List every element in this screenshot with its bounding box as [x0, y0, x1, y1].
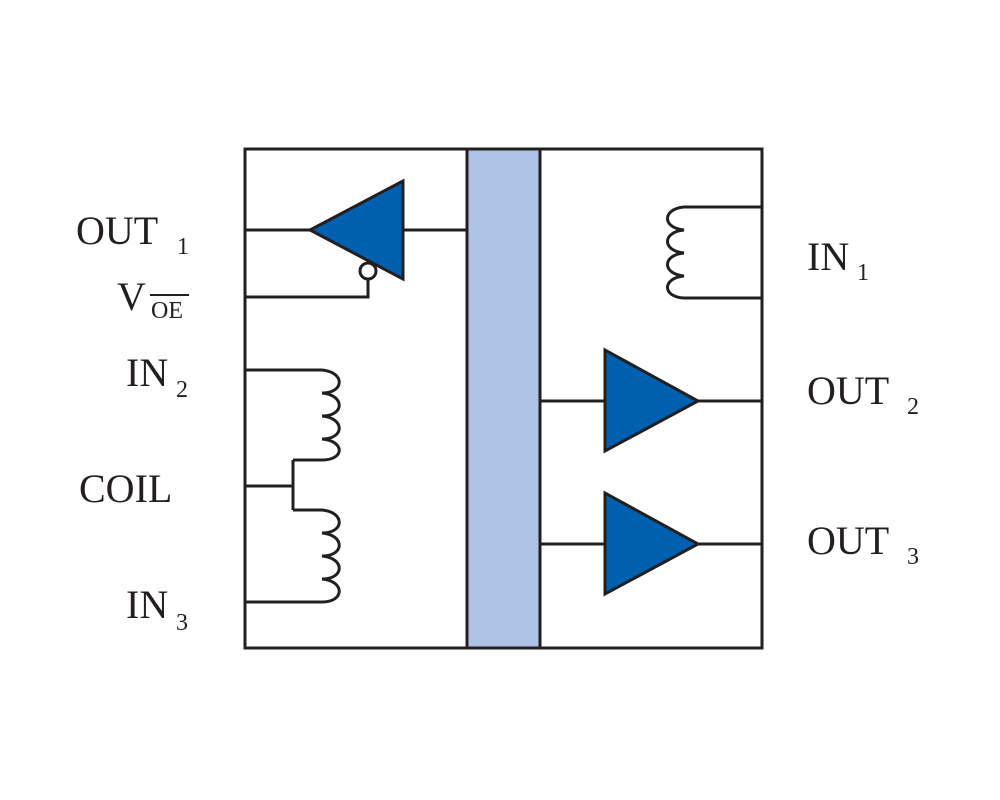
svg-text:IN: IN [126, 350, 168, 395]
isolation-barrier [465, 147, 542, 650]
pin-label-in3: IN 3 [126, 582, 188, 636]
svg-text:1: 1 [177, 234, 189, 260]
svg-text:OUT: OUT [76, 208, 158, 253]
svg-text:OUT: OUT [807, 368, 889, 413]
svg-text:2: 2 [907, 394, 919, 420]
coil-3 [245, 508, 341, 604]
svg-text:IN: IN [807, 234, 849, 279]
svg-text:OE: OE [151, 298, 183, 324]
pin-label-in1: IN 1 [807, 234, 869, 286]
svg-text:COIL: COIL [79, 466, 172, 511]
svg-text:3: 3 [907, 544, 919, 570]
voe-wire [245, 279, 370, 299]
svg-text:2: 2 [176, 377, 188, 403]
output-enable-bubble [358, 261, 378, 281]
pin-label-out2: OUT 2 [807, 368, 919, 420]
pin-label-out3: OUT 3 [807, 518, 919, 570]
buffer1-triangle [306, 178, 405, 282]
svg-text:1: 1 [857, 260, 869, 286]
pin-label-out1: OUT 1 [76, 208, 189, 260]
svg-text:IN: IN [126, 582, 168, 627]
buffer3-triangle [603, 490, 702, 597]
coil-1 [666, 205, 762, 300]
pin-label-coil: COIL [79, 466, 172, 511]
svg-text:V: V [117, 274, 146, 319]
coil-2 [293, 368, 341, 462]
pin-label-voe: V OE [117, 274, 189, 324]
svg-text:OUT: OUT [807, 518, 889, 563]
pin-label-in2: IN 2 [126, 350, 188, 403]
buffer2-triangle [603, 347, 702, 454]
svg-text:3: 3 [176, 610, 188, 636]
